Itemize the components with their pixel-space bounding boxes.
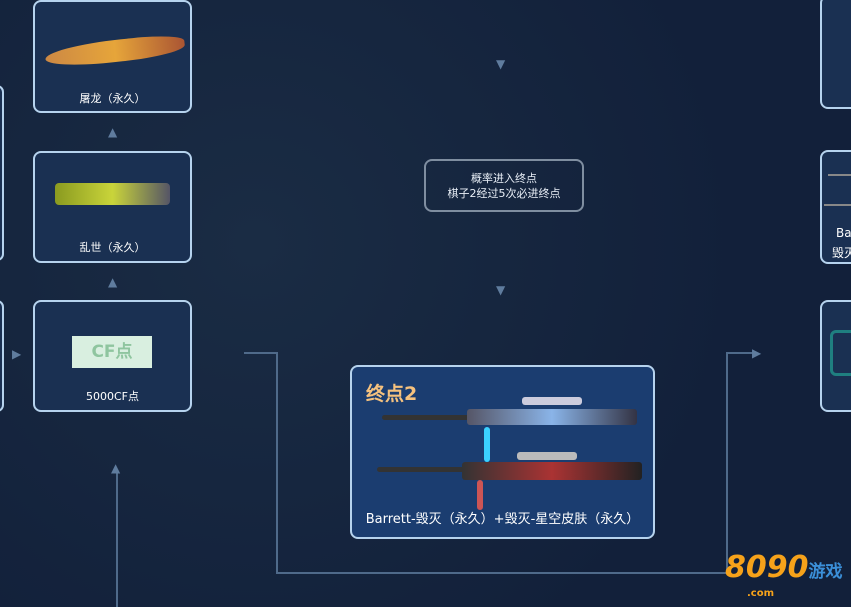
connector [116, 470, 118, 607]
cf-points-ticket: CF点 [72, 336, 152, 368]
final-title: 终点2 [366, 383, 418, 405]
partial-card-left-2[interactable] [0, 300, 4, 412]
card-label: 5000CF点 [85, 390, 139, 403]
connector [244, 352, 277, 354]
connector [726, 352, 756, 354]
card-label: 屠龙（永久） [79, 92, 146, 105]
card-label: 乱世（永久） [79, 241, 146, 254]
connector [276, 352, 278, 574]
partial-card-left-1[interactable] [0, 85, 4, 261]
reward-card-dragon[interactable]: 屠龙（永久） [33, 0, 192, 113]
final-reward-card[interactable]: 终点2 Barrett-毁灭（永久）+毁灭-星空皮肤（永久） [350, 365, 655, 539]
ticket-label: CF点 [91, 342, 133, 362]
dragon-knife-image [44, 32, 186, 70]
card-label: Ba [836, 226, 851, 240]
arrow-right-icon: ▶ [12, 347, 22, 361]
reward-card-cf-points[interactable]: CF点 5000CF点 [33, 300, 192, 412]
partial-card-right-1[interactable] [820, 0, 851, 109]
info-line-2: 棋子2经过5次必进终点 [447, 187, 561, 200]
partial-card-right-2[interactable]: Ba 毁灭 [820, 150, 851, 264]
card-label: 毁灭 [832, 246, 851, 260]
final-caption: Barrett-毁灭（永久）+毁灭-星空皮肤（永久） [365, 512, 640, 527]
info-line-1: 概率进入终点 [471, 172, 537, 185]
arrow-down-icon: ▼ [496, 57, 506, 71]
arrow-down-icon: ▼ [496, 283, 506, 297]
partial-card-right-3[interactable] [820, 300, 851, 412]
arrow-right-icon: ▶ [752, 346, 762, 360]
connector [726, 352, 728, 574]
site-logo: 8090游戏 .com [725, 550, 843, 599]
arrow-up-icon: ▲ [108, 125, 118, 139]
probability-info-box: 概率进入终点 棋子2经过5次必进终点 [424, 159, 584, 212]
smg-image [55, 183, 170, 205]
connector [276, 572, 728, 574]
arrow-up-icon: ▲ [111, 461, 121, 475]
reward-card-luanshi[interactable]: 乱世（永久） [33, 151, 192, 263]
arrow-up-icon: ▲ [108, 275, 118, 289]
